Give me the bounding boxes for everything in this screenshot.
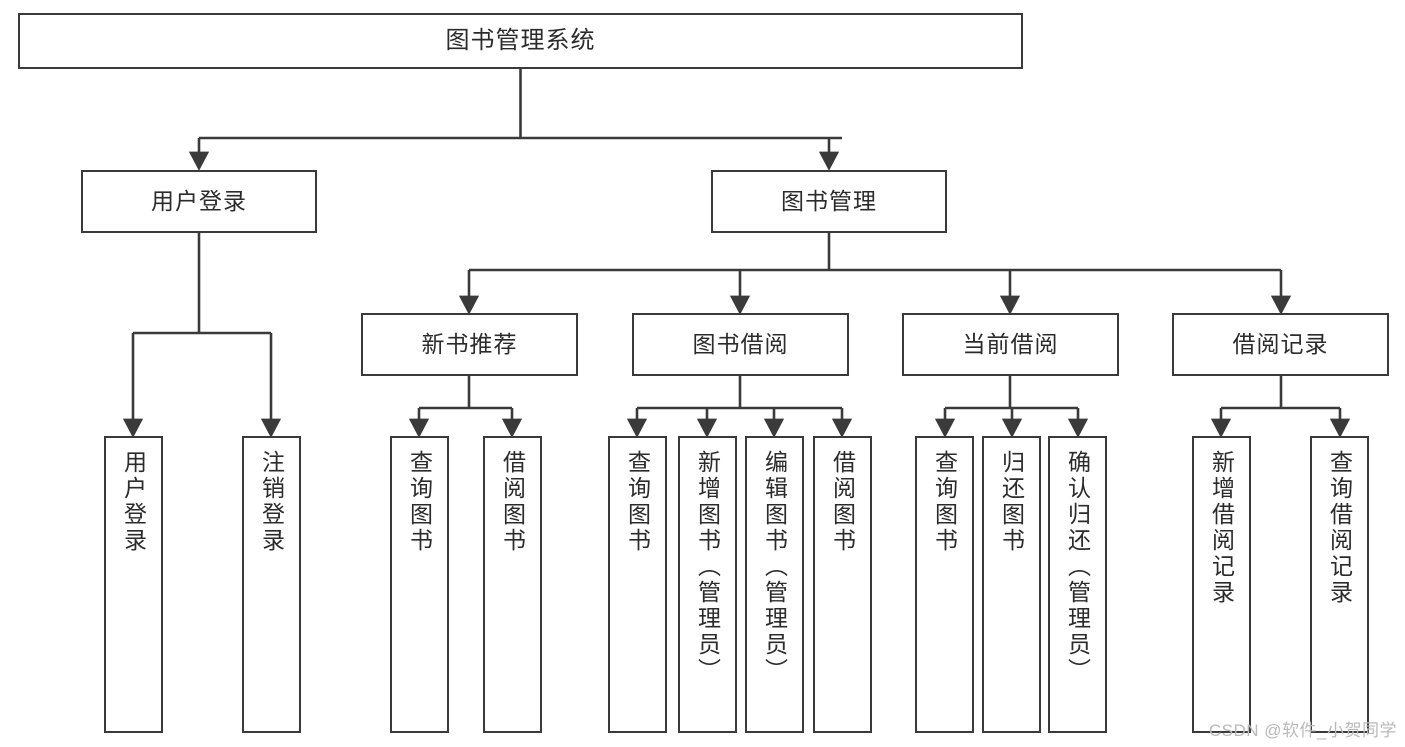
node-label: 图书管理系统 [445,26,596,54]
leaf-borrow-edit-book-admin[interactable]: 编辑图书（管理员） [745,436,804,733]
node-label: 确认归还（管理员） [1064,450,1091,684]
node-current-borrowing[interactable]: 当前借阅 [902,313,1119,376]
leaf-user-login-logout[interactable]: 注销登录 [242,436,301,733]
node-label: 图书管理 [781,187,877,214]
node-label: 新增借阅记录 [1208,450,1235,606]
leaf-current-query-books[interactable]: 查询图书 [915,436,974,733]
node-label: 查询图书 [406,450,433,554]
node-book-management[interactable]: 图书管理 [711,170,947,233]
node-label: 借阅图书 [829,450,856,554]
node-label: 编辑图书（管理员） [761,450,788,684]
node-label: 用户登录 [151,187,247,214]
leaf-user-login-login[interactable]: 用户登录 [104,436,163,733]
node-book-borrowing[interactable]: 图书借阅 [632,313,849,376]
node-root-book-management-system[interactable]: 图书管理系统 [18,13,1023,69]
leaf-current-confirm-return-admin[interactable]: 确认归还（管理员） [1048,436,1107,733]
leaf-borrow-borrow-books[interactable]: 借阅图书 [813,436,872,733]
node-label: 查询图书 [624,450,651,554]
node-new-book-recommendation[interactable]: 新书推荐 [361,313,578,376]
leaf-new-book-borrow-books[interactable]: 借阅图书 [483,436,542,733]
node-user-login[interactable]: 用户登录 [81,170,317,233]
node-label: 图书借阅 [692,330,789,357]
node-borrowing-records[interactable]: 借阅记录 [1172,313,1389,376]
node-label: 查询图书 [931,450,958,554]
leaf-borrow-add-book-admin[interactable]: 新增图书（管理员） [678,436,737,733]
leaf-record-query-borrow-record[interactable]: 查询借阅记录 [1310,436,1369,733]
leaf-current-return-books[interactable]: 归还图书 [982,436,1041,733]
node-label: 借阅图书 [499,450,526,554]
node-label: 注销登录 [258,450,285,554]
node-label: 归还图书 [998,450,1025,554]
leaf-new-book-query-books[interactable]: 查询图书 [390,436,449,733]
node-label: 用户登录 [120,450,147,554]
node-label: 新增图书（管理员） [694,450,721,684]
node-label: 查询借阅记录 [1326,450,1353,606]
node-label: 新书推荐 [421,330,518,357]
leaf-record-add-borrow-record[interactable]: 新增借阅记录 [1192,436,1251,733]
csdn-watermark: CSDN @软件_小贺同学 [1208,721,1397,740]
node-label: 借阅记录 [1232,330,1329,357]
leaf-borrow-query-books[interactable]: 查询图书 [608,436,667,733]
node-label: 当前借阅 [962,330,1059,357]
